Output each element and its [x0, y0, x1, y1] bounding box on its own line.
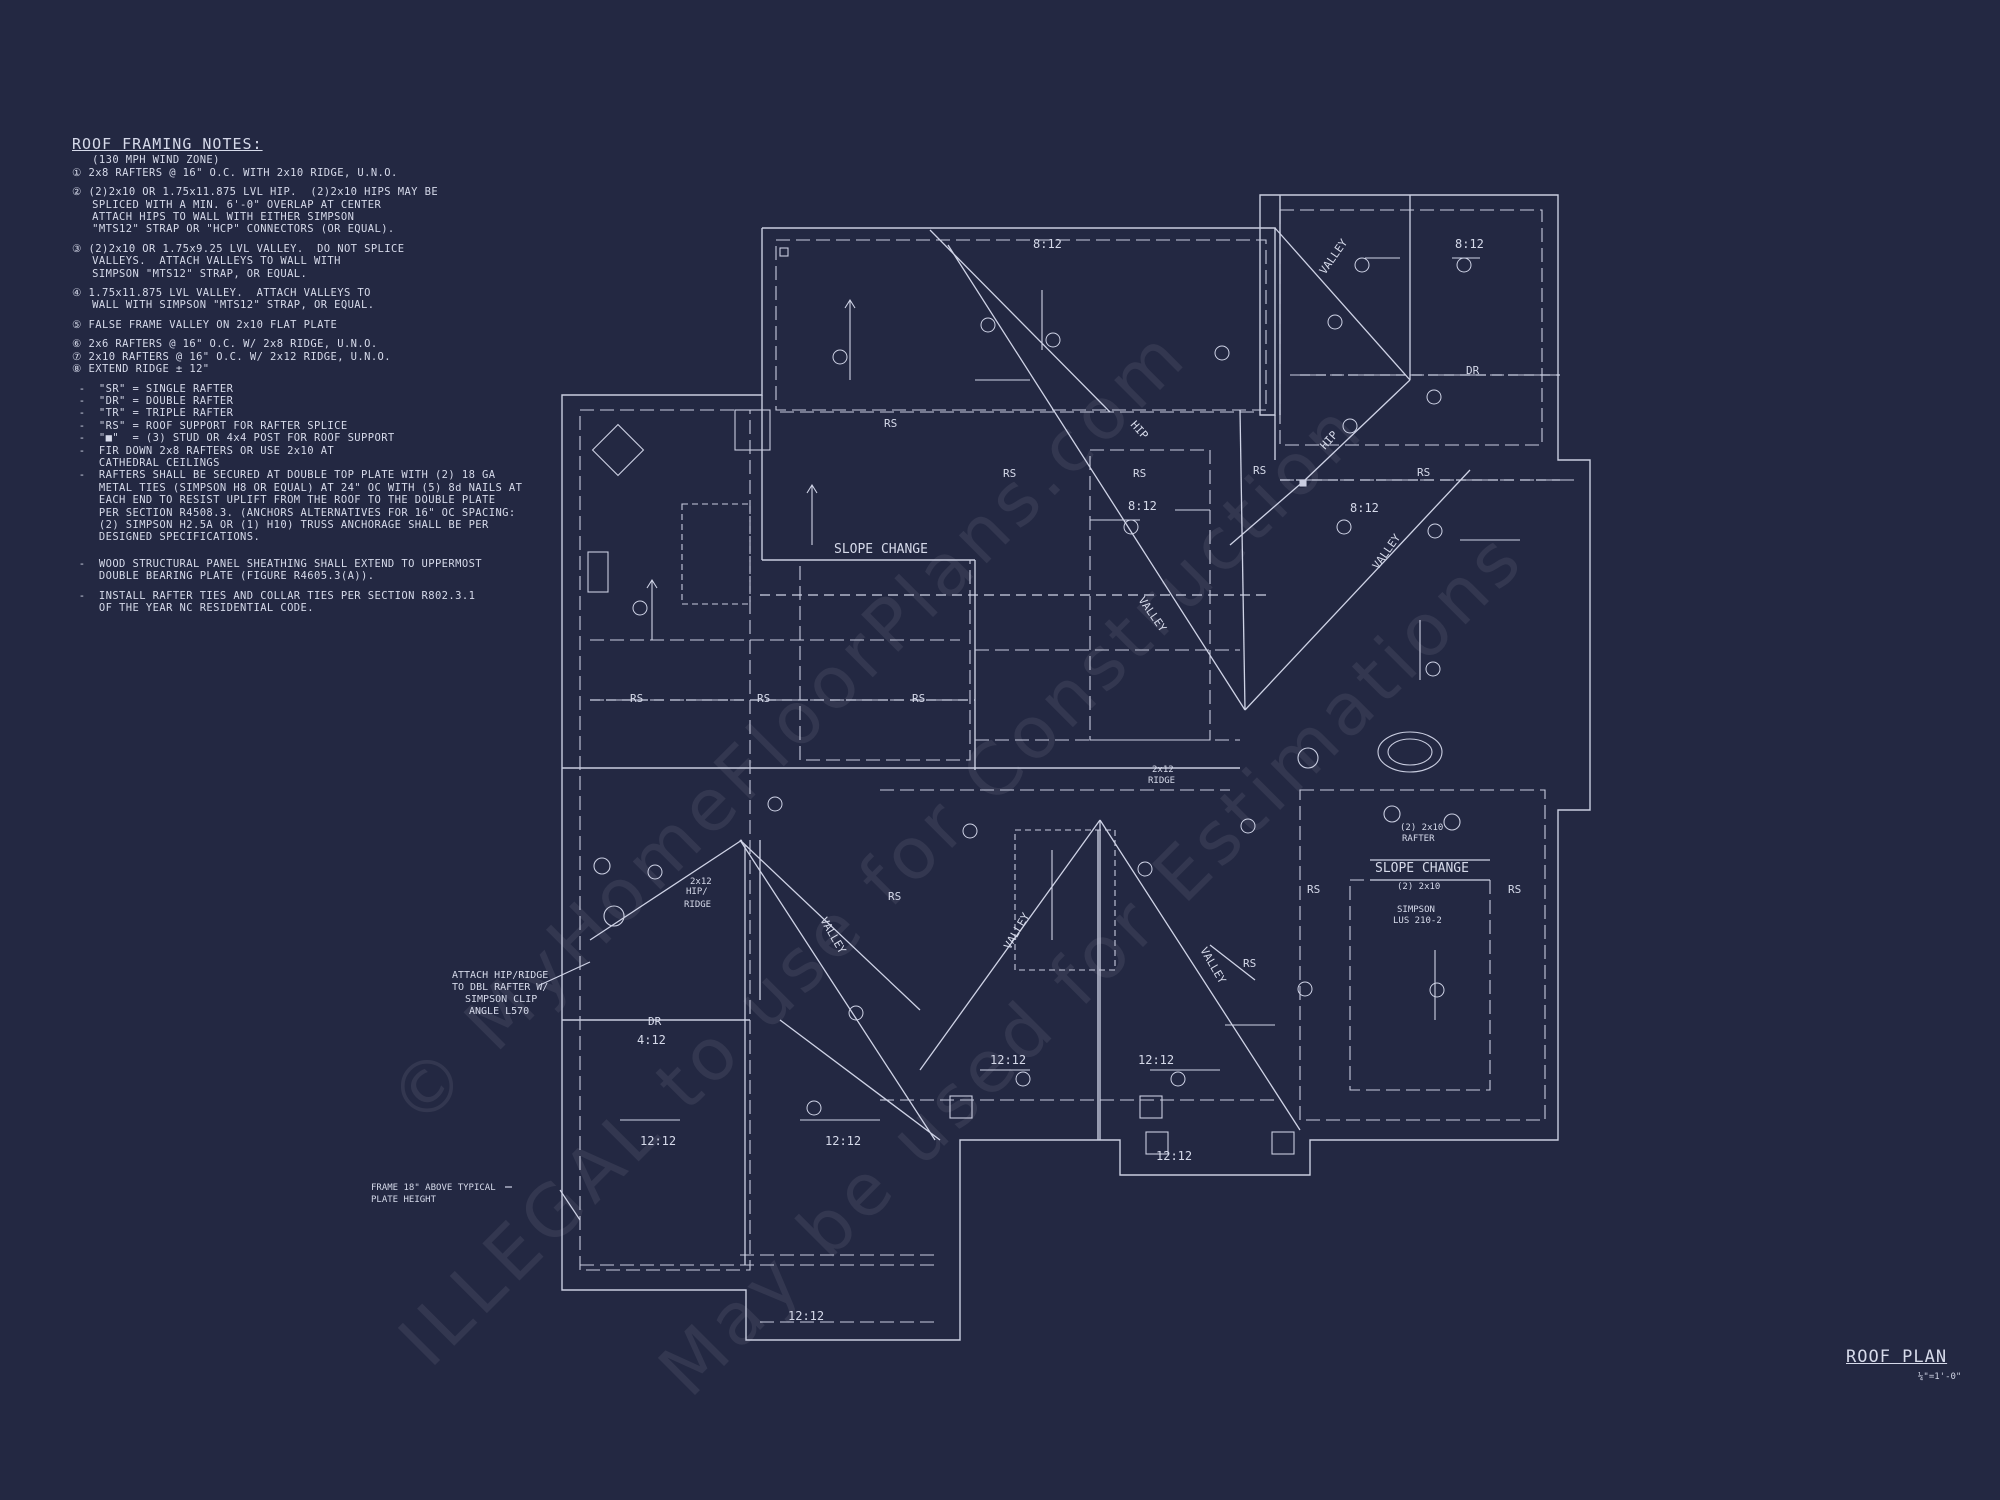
label-pitch: 12:12	[1156, 1149, 1192, 1163]
note-line: ② (2)2x10 OR 1.75x11.875 LVL HIP. (2)2x1…	[72, 186, 439, 199]
label-rs: RS	[1133, 467, 1146, 480]
note-line: ⑧ EXTEND RIDGE ± 12"	[72, 363, 210, 376]
label-pitch: 8:12	[1455, 237, 1484, 251]
label-rs: RS	[888, 890, 901, 903]
attach-hip-line-3: SIMPSON CLIP	[465, 994, 537, 1005]
note-line: - "TR" = TRIPLE RAFTER	[72, 407, 234, 420]
note-line: VALLEYS. ATTACH VALLEYS TO WALL WITH	[72, 255, 341, 268]
note-line: - "SR" = SINGLE RAFTER	[72, 382, 234, 395]
label-hip-ridge: HIP/	[686, 887, 708, 897]
label-rs: RS	[1243, 957, 1256, 970]
label-valley: VALLEY	[1317, 236, 1351, 276]
label-pitch: 12:12	[990, 1053, 1026, 1067]
watermark: © MyHomeFloorPlans.com ILLEGAL to use fo…	[373, 311, 1541, 1412]
label-valley: VALLEY	[1370, 531, 1404, 571]
note-line: - "DR" = DOUBLE RAFTER	[72, 394, 234, 407]
fixtures	[587, 247, 1461, 1155]
label-rs: RS	[1417, 466, 1430, 479]
sheet-title: ROOF PLAN	[1846, 1347, 1948, 1367]
label-lus: LUS 210-2	[1393, 916, 1442, 926]
label-rs: RS	[630, 692, 643, 705]
note-line: - "■" = (3) STUD OR 4x4 POST FOR ROOF SU…	[72, 432, 395, 445]
label-pitch: 12:12	[825, 1134, 861, 1148]
note-line: DOUBLE BEARING PLATE (FIGURE R4605.3(A))…	[72, 570, 375, 583]
attach-hip-line-1: ATTACH HIP/RIDGE	[452, 970, 548, 981]
callout-circles	[632, 257, 1472, 1116]
label-pitch: 8:12	[1128, 499, 1157, 513]
note-line: - "RS" = ROOF SUPPORT FOR RAFTER SPLICE	[72, 419, 348, 432]
note-line: "MTS12" STRAP OR "HCP" CONNECTORS (OR EQ…	[72, 223, 395, 236]
note-line: (130 MPH WIND ZONE)	[72, 154, 220, 167]
note-line: SIMPSON "MTS12" STRAP, OR EQUAL.	[72, 267, 308, 280]
label-valley: VALLEY	[1001, 910, 1032, 951]
label-ridge-size: 2x12	[690, 877, 712, 887]
note-line: OF THE YEAR NC RESIDENTIAL CODE.	[72, 602, 314, 614]
note-line: ① 2x8 RAFTERS @ 16" O.C. WITH 2x10 RIDGE…	[72, 166, 398, 179]
label-rafter: RAFTER	[1402, 834, 1435, 844]
note-line: SPLICED WITH A MIN. 6'-0" OVERLAP AT CEN…	[72, 198, 382, 211]
label-dr: DR	[1466, 364, 1480, 377]
note-line: DESIGNED SPECIFICATIONS.	[72, 531, 261, 544]
label-rs: RS	[912, 692, 925, 705]
label-ridge-size: 2x12	[1152, 765, 1174, 775]
label-rs: RS	[757, 692, 770, 705]
label-pitch: 8:12	[1033, 237, 1062, 251]
building-outline	[561, 194, 1591, 1341]
frame-above-line-2: PLATE HEIGHT	[371, 1195, 437, 1205]
label-pitch: 8:12	[1350, 501, 1379, 515]
annotations: ATTACH HIP/RIDGE TO DBL RAFTER W/ SIMPSO…	[371, 961, 591, 1221]
label-rafter-size: (2) 2x10	[1400, 823, 1443, 833]
label-dr: DR	[648, 1015, 662, 1028]
attach-hip-line-2: TO DBL RAFTER W/	[452, 982, 548, 993]
label-slope-change: SLOPE CHANGE	[834, 542, 928, 557]
label-rs: RS	[1003, 467, 1016, 480]
note-line: (2) SIMPSON H2.5A OR (1) H10) TRUSS ANCH…	[72, 518, 489, 531]
label-ridge: RIDGE	[684, 900, 711, 910]
label-pitch: 12:12	[1138, 1053, 1174, 1067]
roof-members	[589, 195, 1560, 1265]
note-line: ATTACH HIPS TO WALL WITH EITHER SIMPSON	[72, 211, 355, 224]
notes-title: ROOF FRAMING NOTES:	[72, 135, 263, 153]
label-valley: VALLEY	[1197, 945, 1228, 986]
label-rs: RS	[1253, 464, 1266, 477]
dashed-walls	[579, 209, 1575, 1323]
label-slope-change: SLOPE CHANGE	[1375, 861, 1469, 876]
note-line: ④ 1.75x11.875 LVL VALLEY. ATTACH VALLEYS…	[72, 287, 371, 300]
sheet-scale: ¼"=1'-0"	[1918, 1372, 1962, 1382]
label-rafter-size: (2) 2x10	[1397, 882, 1440, 892]
label-pitch: 4:12	[637, 1033, 666, 1047]
label-pitch: 12:12	[788, 1309, 824, 1323]
note-line: - INSTALL RAFTER TIES AND COLLAR TIES PE…	[72, 589, 476, 602]
label-pitch: 12:12	[640, 1134, 676, 1148]
note-line: CATHEDRAL CEILINGS	[72, 456, 220, 469]
note-line: ③ (2)2x10 OR 1.75x9.25 LVL VALLEY. DO NO…	[72, 242, 405, 255]
slope-arrows	[620, 257, 1520, 1121]
label-ridge: RIDGE	[1148, 776, 1175, 786]
note-line: ⑥ 2x6 RAFTERS @ 16" O.C. W/ 2x8 RIDGE, U…	[72, 338, 378, 351]
note-line: WALL WITH SIMPSON "MTS12" STRAP, OR EQUA…	[72, 299, 375, 312]
label-rs: RS	[884, 417, 897, 430]
note-line: - FIR DOWN 2x8 RAFTERS OR USE 2x10 AT	[72, 444, 335, 457]
note-line: ⑦ 2x10 RAFTERS @ 16" O.C. W/ 2x12 RIDGE,…	[72, 350, 392, 363]
note-line: ⑤ FALSE FRAME VALLEY ON 2x10 FLAT PLATE	[72, 318, 338, 331]
label-rs: RS	[1508, 883, 1521, 896]
label-rs: RS	[1307, 883, 1320, 896]
frame-above-line-1: FRAME 18" ABOVE TYPICAL	[371, 1183, 496, 1193]
label-simpson: SIMPSON	[1397, 905, 1435, 915]
attach-hip-line-4: ANGLE L570	[469, 1006, 529, 1017]
